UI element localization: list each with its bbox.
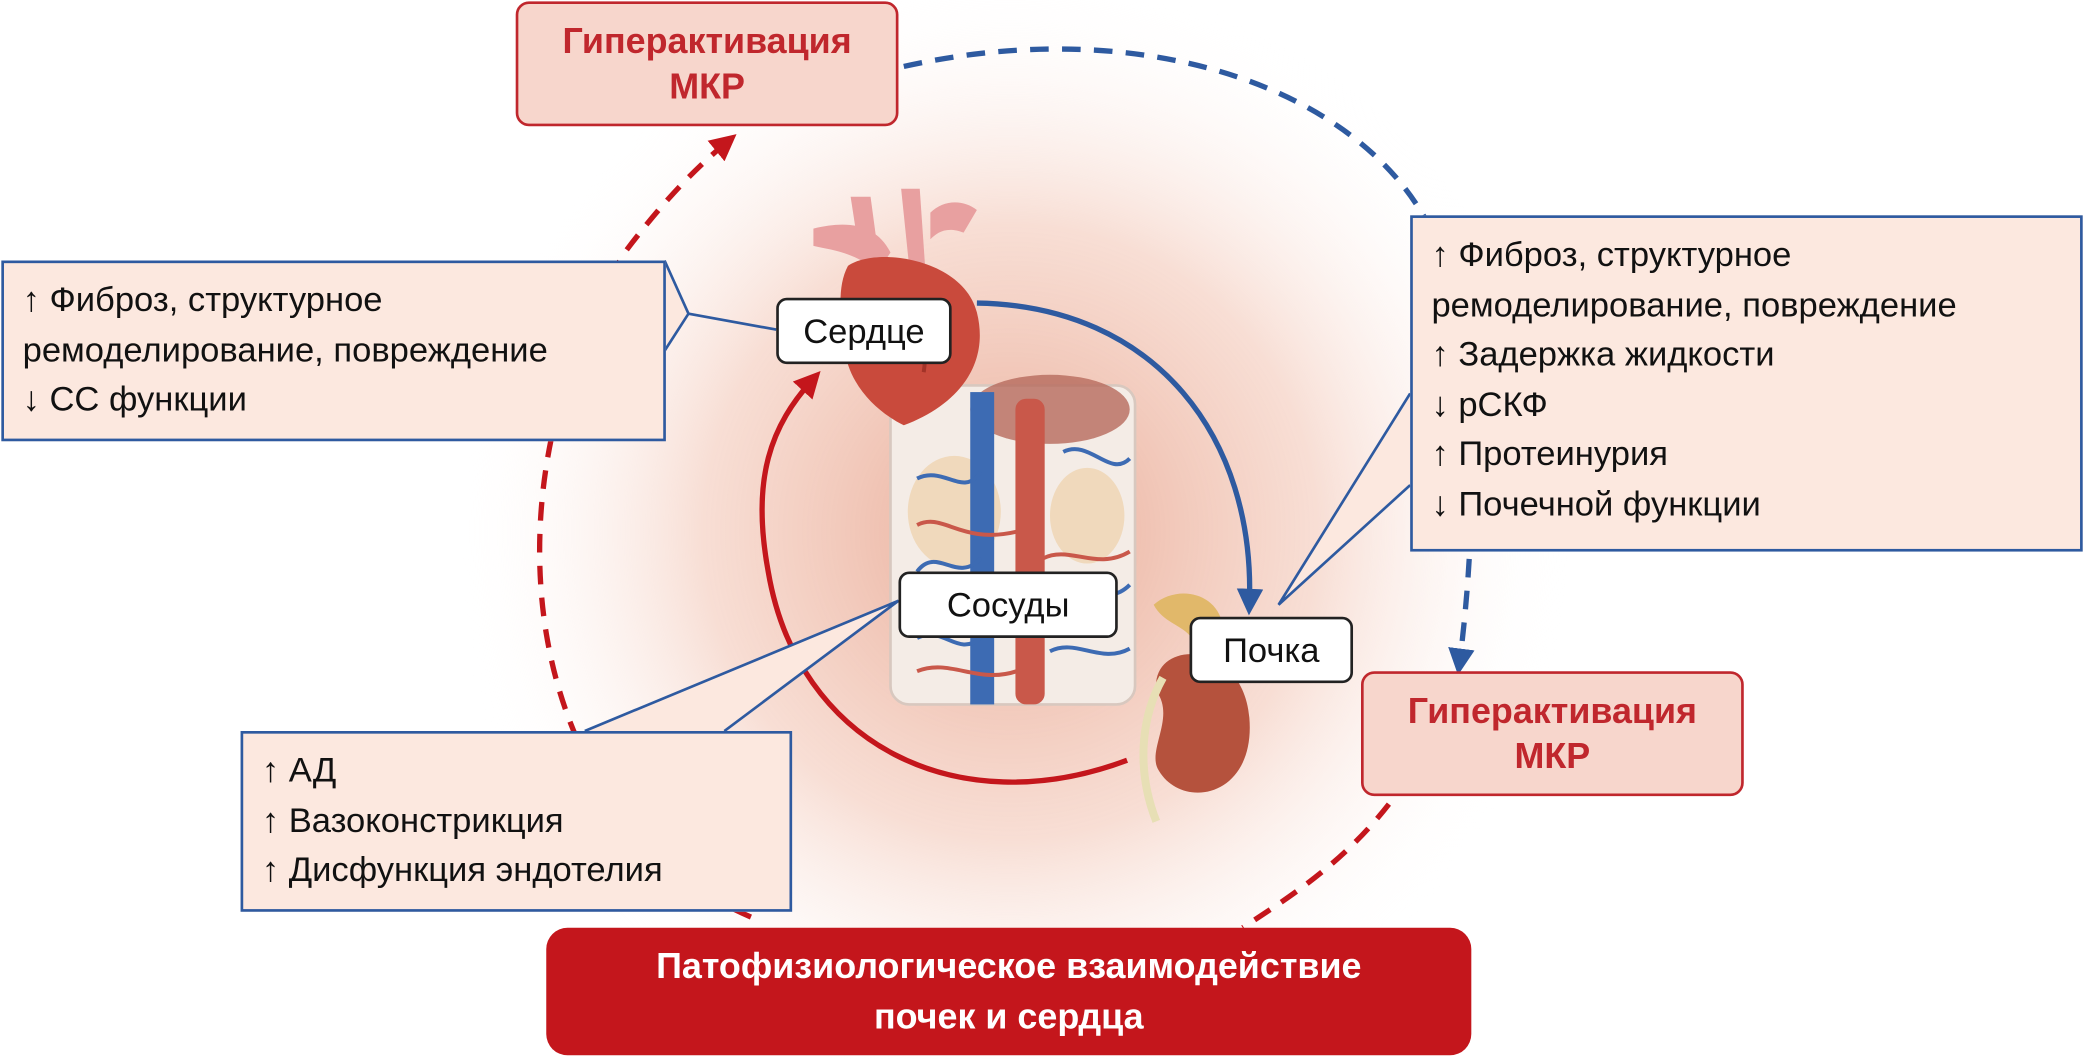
heart-effect-line: ↓ СС функции [22,378,247,419]
heart-effects-box: ↑ Фиброз, структурное ремоделирование, п… [1,260,666,442]
mkr-top-line1: Гиперактивация [562,21,852,62]
vessel-illustration [889,374,1137,706]
banner-line2: почек и сердца [873,996,1144,1037]
mkr-right-line2: МКР [1514,736,1591,777]
mkr-top-line2: МКР [669,66,745,107]
kidney-effect-line: ↑ Задержка жидкости [1431,333,1775,374]
kidney-effect-line: ↓ Почечной функции [1431,483,1761,524]
kidney-effect-line: ↓ рСКФ [1431,383,1548,424]
kidney-effect-line: ремоделирование, повреждение [1431,283,1957,324]
kidney-callout-pointer [1277,392,1412,606]
bottom-banner: Патофизиологическое взаимодействие почек… [546,927,1472,1056]
vessels-effect-line: ↑ АД [261,749,337,790]
heart-effect-line: ремоделирование, повреждение [22,328,548,369]
heart-label: Сердце [776,297,952,365]
kidney-effect-line: ↑ Фиброз, структурное [1431,233,1792,274]
mkr-hyperactivation-right: Гиперактивация МКР [1360,671,1744,797]
heart-callout-line [688,312,777,331]
mkr-right-line1: Гиперактивация [1407,691,1697,732]
banner-line1: Патофизиологическое взаимодействие [656,946,1362,987]
vessels-effect-line: ↑ Дисфункция эндотелия [261,849,663,890]
kidney-effect-line: ↑ Протеинурия [1431,433,1669,474]
mkr-hyperactivation-top: Гиперактивация МКР [515,1,899,127]
vessels-label: Сосуды [898,571,1118,638]
kidney-effects-box: ↑ Фиброз, структурное ремоделирование, п… [1410,215,2083,552]
vessels-effects-box: ↑ АД ↑ Вазоконстрикция ↑ Дисфункция эндо… [240,731,793,912]
kidney-label: Почка [1189,616,1354,684]
vessels-effect-line: ↑ Вазоконстрикция [261,799,564,840]
blue-heart-to-kidney-arrow [976,300,1264,616]
heart-effect-line: ↑ Фиброз, структурное [22,279,383,319]
red-kidney-to-heart-arrow [759,370,1129,785]
dashed-red-left-arrow [537,134,752,920]
vessels-callout-pointer [584,599,900,733]
dashed-red-bottom-right [1241,802,1392,930]
